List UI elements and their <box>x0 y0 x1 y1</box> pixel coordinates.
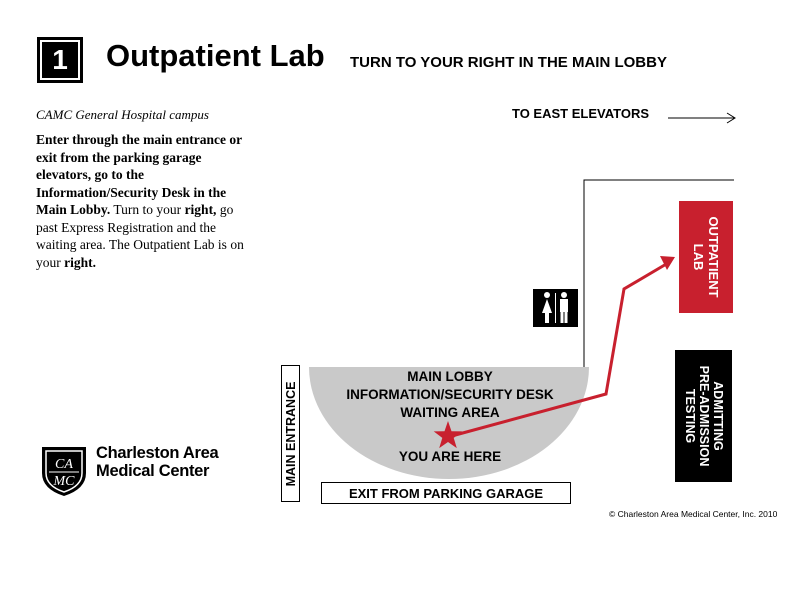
outpatient-lab-destination: OUTPATIENT LAB <box>679 201 733 313</box>
pre-admission-label: PRE-ADMISSION <box>696 365 711 467</box>
directions-bold-right-end: right. <box>64 254 96 270</box>
step-number-badge: 1 <box>37 37 83 83</box>
page-title: Outpatient Lab <box>106 38 325 73</box>
main-lobby-area <box>309 367 589 479</box>
logo-line-2: Medical Center <box>96 462 210 480</box>
directions-bold: Enter through the main entrance or exit … <box>36 132 242 217</box>
page-subtitle: TURN TO YOUR RIGHT IN THE MAIN LOBBY <box>350 54 667 71</box>
admitting-label: ADMITTING <box>710 381 725 451</box>
lab-label: LAB <box>691 243 706 271</box>
camc-logo: CA MC <box>42 447 86 496</box>
main-lobby-label: MAIN LOBBY <box>407 369 493 384</box>
waiting-area-label: WAITING AREA <box>400 405 500 420</box>
step-number: 1 <box>42 42 78 78</box>
parking-garage-exit-box: EXIT FROM PARKING GARAGE <box>321 482 571 504</box>
directions-text-2: go past Express Registration and the wai… <box>36 202 244 270</box>
route-arrowhead <box>660 256 675 270</box>
directions-text: Enter through the main entrance or exit … <box>36 131 258 271</box>
logo-monogram-bottom: MC <box>53 474 76 489</box>
campus-label: CAMC General Hospital campus <box>36 107 209 122</box>
directions-bold-right: right, <box>184 202 217 217</box>
you-are-here-label: YOU ARE HERE <box>398 449 502 464</box>
parking-garage-exit-label: EXIT FROM PARKING GARAGE <box>348 485 544 501</box>
east-elevators-label: TO EAST ELEVATORS <box>512 106 650 121</box>
outpatient-label: OUTPATIENT <box>706 216 721 298</box>
admitting-area: ADMITTING PRE-ADMISSION TESTING <box>675 350 732 482</box>
route-line <box>447 261 669 439</box>
corridor-wall <box>583 179 734 367</box>
main-entrance-box: MAIN ENTRANCE <box>281 365 300 502</box>
star-icon <box>433 421 463 449</box>
directions-text-1: Turn to your <box>110 202 185 217</box>
logo-line-1: Charleston Area <box>96 444 219 462</box>
restroom-icon <box>533 289 578 327</box>
main-entrance-label: MAIN ENTRANCE <box>283 381 298 486</box>
logo-monogram-top: CA <box>55 457 73 472</box>
security-desk-label: INFORMATION/SECURITY DESK <box>346 387 554 402</box>
east-elevators-arrowhead <box>726 112 736 124</box>
testing-label: TESTING <box>682 388 697 444</box>
logo-wordmark: Charleston Area Medical Center <box>96 444 219 480</box>
copyright-text: © Charleston Area Medical Center, Inc. 2… <box>609 509 778 519</box>
